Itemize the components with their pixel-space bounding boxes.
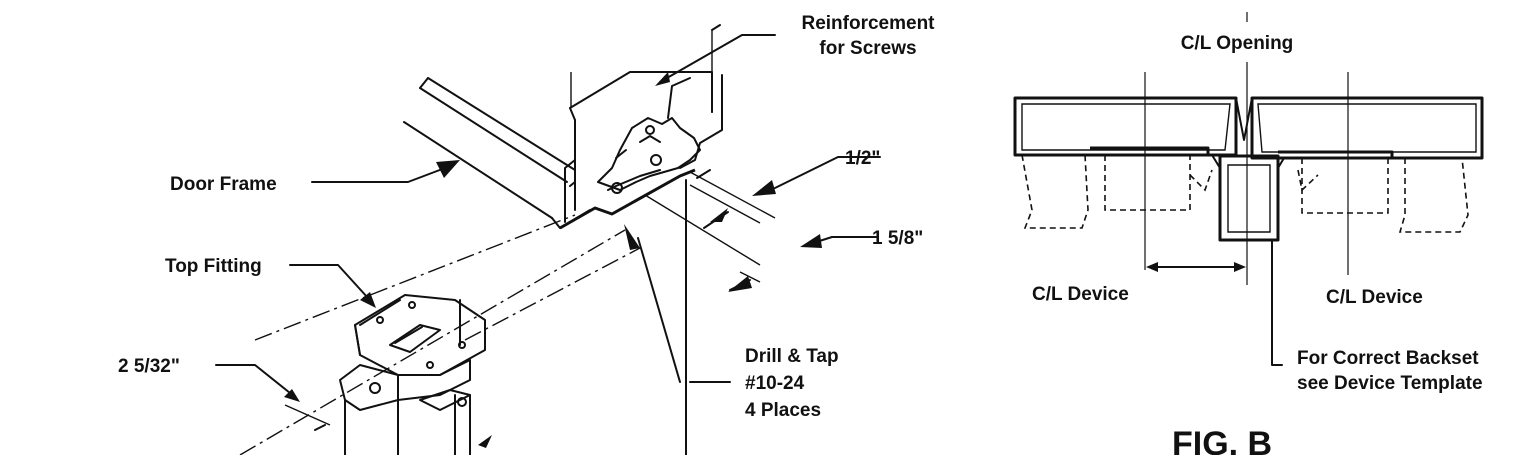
drill-arrow-shaft <box>637 237 681 383</box>
backset-label-line2: see Device Template <box>1297 373 1483 394</box>
fig-a-drawing <box>215 24 881 455</box>
cl-device-left-label: C/L Device <box>1032 284 1129 305</box>
drill-label-line3: 4 Places <box>745 400 821 421</box>
reinforcement-arrowhead <box>655 72 670 86</box>
center-mullion <box>1211 97 1285 242</box>
backset-leader <box>1271 239 1283 366</box>
dim-half-label: 1/2" <box>845 148 880 169</box>
dim-half-leader <box>774 156 881 189</box>
left-device-dashed <box>1021 154 1213 229</box>
top-fitting-label: Top Fitting <box>165 256 262 277</box>
drill-label-line1: Drill & Tap <box>745 346 839 367</box>
left-door-leaf <box>1013 96 1238 157</box>
cl-device-right-label: C/L Device <box>1326 287 1423 308</box>
cl-opening-label: C/L Opening <box>1181 33 1294 54</box>
drill-label-line2: #10-24 <box>745 373 805 394</box>
backset-label-line1: For Correct Backset <box>1297 348 1479 369</box>
door-frame-arrowhead <box>436 160 460 178</box>
reinforcement-leader <box>659 34 776 83</box>
top-fitting-leader <box>289 264 369 299</box>
dim-2-5-32-leader <box>215 364 291 394</box>
alignment-line-3 <box>464 247 641 341</box>
alignment-line-1 <box>254 214 576 341</box>
reinforcement-leader-2 <box>711 24 721 31</box>
reinforcement-plate <box>597 77 701 194</box>
door-frame-channel <box>403 77 591 229</box>
reinforcement-label-line1: Reinforcement <box>801 13 935 34</box>
dim-2-5-32-label: 2 5/32" <box>118 356 180 377</box>
right-door-leaf <box>1250 96 1484 160</box>
fig-b-drawing <box>1013 12 1484 366</box>
door-frame-leader <box>311 167 446 183</box>
reinforcement-label-line2: for Screws <box>819 38 916 59</box>
frame-head-box <box>559 30 723 230</box>
fig-b-title: FIG. B <box>1172 425 1272 455</box>
door-frame-label: Door Frame <box>170 174 277 195</box>
dim-1-5-8-label: 1 5/8" <box>872 228 923 249</box>
alignment-line-2 <box>239 229 626 455</box>
top-fitting <box>339 294 492 455</box>
right-device-dashed <box>1297 157 1469 233</box>
dim-half-arrowhead <box>752 180 776 196</box>
